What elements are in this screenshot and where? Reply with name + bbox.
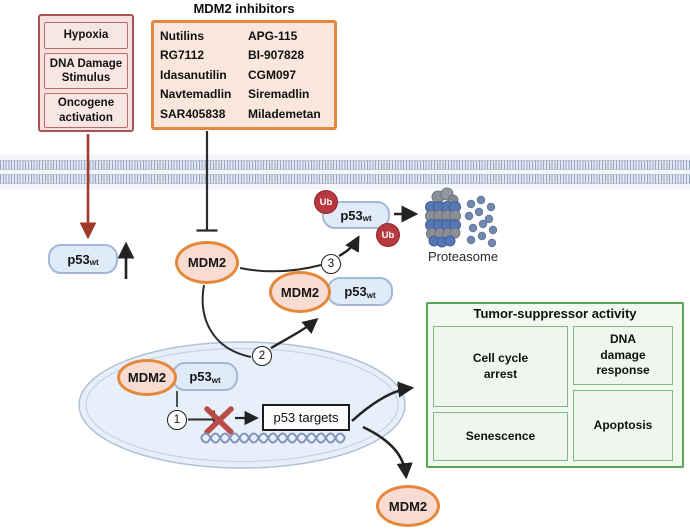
mdm2-ellipse-cytoplasm: MDM2 <box>175 241 239 284</box>
inhibitor-name: RG7112 <box>160 48 205 63</box>
tumor-dna-damage-response: DNA damage response <box>573 326 673 385</box>
ubiquitin-badge: Ub <box>314 190 338 214</box>
p53-label: p53 <box>344 284 367 299</box>
inhibitor-name: Idasanutilin <box>160 67 227 82</box>
p53-label: p53 <box>340 207 363 223</box>
mdm2-to-step3-curve <box>239 264 322 273</box>
inhibitor-name: CGM097 <box>248 67 297 82</box>
inhibitor-name: Milademetan <box>248 106 321 121</box>
proteasome-label: Proteasome <box>427 249 499 264</box>
inhibitor-name: Siremadlin <box>248 87 310 102</box>
targets-to-tumorbox-arrow <box>351 381 415 422</box>
inhibitor-name: APG-115 <box>248 29 298 43</box>
nucleus <box>78 341 406 469</box>
mdm2-ellipse-transcribed: MDM2 <box>376 485 440 527</box>
p53-wt-subscript: wt <box>89 258 99 267</box>
stimulus-oncogene: Oncogene activation <box>44 93 128 128</box>
targets-to-mdm2-arrow <box>362 425 413 480</box>
mdm2-ellipse-complex-cytoplasm: MDM2 <box>269 271 331 313</box>
step3-to-ubp53-arrow <box>338 235 360 258</box>
inhibitor-name: Nutilins <box>160 29 204 43</box>
p53-label: p53 <box>67 251 90 267</box>
step-circle-2: 2 <box>252 346 272 366</box>
tumor-apoptosis: Apoptosis <box>573 390 673 461</box>
dna-helix <box>200 432 346 444</box>
blocked-x-mark <box>204 406 234 435</box>
step-circle-1: 1 <box>167 410 187 430</box>
p53-label: p53 <box>189 369 212 384</box>
mdm2-ellipse-complex-nucleus: MDM2 <box>117 359 177 396</box>
ubiquitin-badge: Ub <box>376 223 400 247</box>
cell-membrane-outer-leaflet <box>0 160 690 170</box>
p53-wt-subscript: wt <box>211 375 221 385</box>
inhibition-tbar <box>196 131 218 232</box>
inhibitors-box <box>151 20 337 130</box>
inhibitor-name: BI-907828 <box>248 48 305 63</box>
cell-membrane-inner-leaflet <box>0 174 690 184</box>
tumor-senescence: Senescence <box>433 412 568 461</box>
mdm2-to-step2-curve <box>201 284 252 358</box>
inhibitor-column-2: APG-115 BI-907828 CGM097 Siremadlin Mila… <box>248 27 334 124</box>
inhibitors-title: MDM2 inhibitors <box>193 1 295 16</box>
proteasome-icon <box>425 187 461 248</box>
stimulus-dna-damage: DNA Damage Stimulus <box>44 53 128 89</box>
inhibitor-name: Navtemadlin <box>160 87 232 102</box>
peptide-dots <box>464 195 498 248</box>
inhibitor-name: SAR405838 <box>160 106 226 121</box>
inhibitor-column-1: Nutilins RG7112 Idasanutilin Navtemadlin… <box>160 27 246 124</box>
stimulus-hypoxia: Hypoxia <box>44 22 128 49</box>
p53-targets-box: p53 targets <box>262 404 350 431</box>
p53-wt-subscript: wt <box>366 290 376 300</box>
step-circle-3: 3 <box>321 254 341 274</box>
p53-wt-subscript: wt <box>362 214 372 223</box>
step2-to-complex-arrow <box>270 318 319 350</box>
tumor-cell-cycle-arrest: Cell cycle arrest <box>433 326 568 407</box>
tumor-suppressor-title: Tumor-suppressor activity <box>473 306 637 321</box>
